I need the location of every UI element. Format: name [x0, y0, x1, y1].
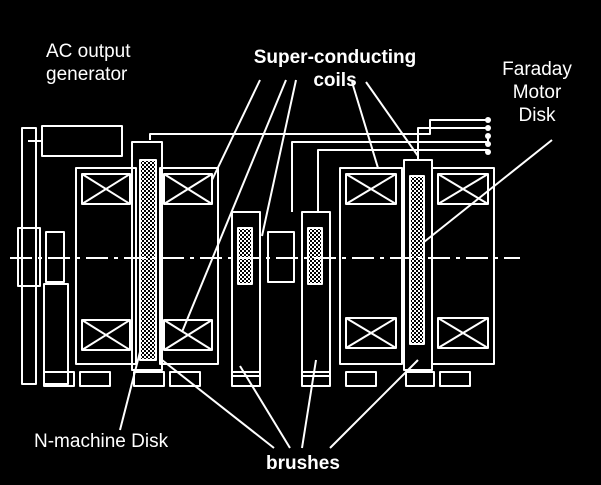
coils-label-line-1: Super-conducting	[253, 47, 417, 68]
faraday-disk-label: Faraday Motor Disk	[482, 58, 592, 127]
n-machine-disk-label: N-machine Disk	[34, 431, 169, 452]
ac-generator-label-line-2: generator	[46, 64, 128, 85]
n-machine-disk-shape	[131, 141, 165, 387]
faraday-disk-label-line-3: Disk	[518, 105, 556, 126]
left-coil-assembly	[75, 167, 219, 387]
ac-generator-label: AC output generator	[46, 40, 131, 86]
ac-generator-label-line-1: AC output	[46, 41, 131, 62]
leader-lines	[119, 79, 553, 449]
ac-generator-box	[17, 125, 123, 387]
terminal-block	[485, 117, 491, 155]
coils-label: Super-conducting coils	[240, 46, 430, 92]
faraday-disk-label-line-1: Faraday	[502, 59, 572, 80]
brushes-label: brushes	[266, 453, 340, 474]
faraday-disk-label-line-2: Motor	[512, 82, 562, 103]
coils-label-line-2: coils	[313, 70, 357, 91]
faraday-disk-shape	[403, 159, 435, 387]
